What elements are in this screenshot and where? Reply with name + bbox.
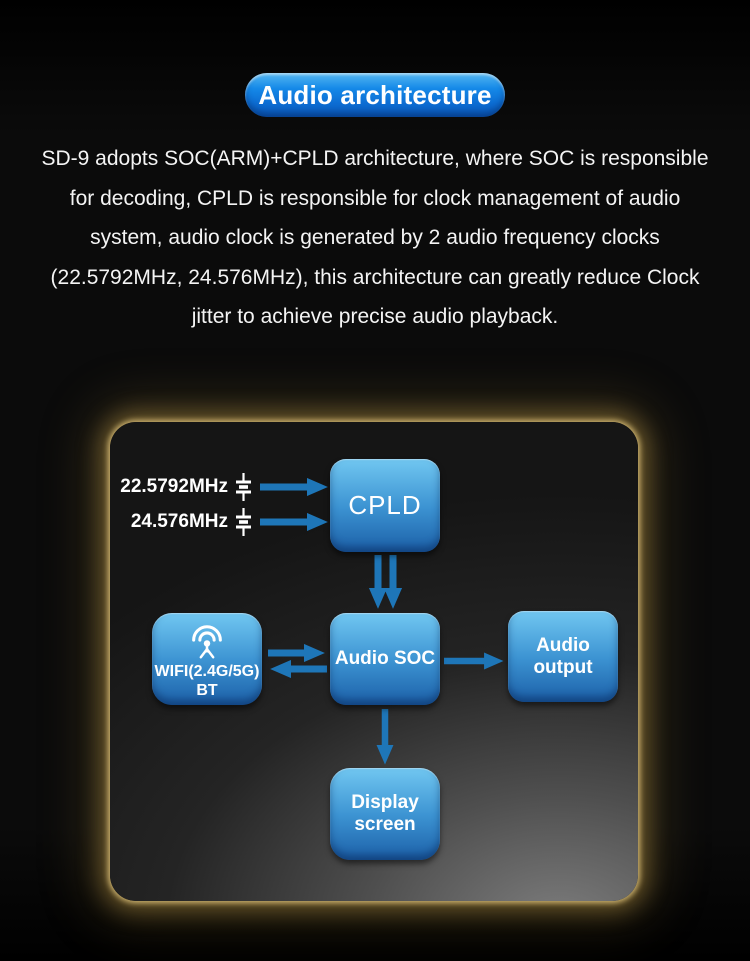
clock-label-22-5792mhz: 22.5792MHz [110, 470, 252, 504]
page-title: Audio architecture [258, 79, 492, 110]
node-audio-output: Audio output [508, 611, 618, 702]
audio-architecture-title-pill: Audio architecture [245, 73, 505, 117]
node-bt-label: BT [196, 682, 218, 699]
node-display-screen-label: Display screen [351, 792, 419, 835]
clock-frequency-text: 22.5792MHz [120, 476, 228, 497]
node-display-screen: Display screen [330, 768, 440, 860]
node-cpld: CPLD [330, 459, 440, 552]
architecture-diagram-panel: 22.5792MHz 24.576MHz [110, 422, 638, 901]
diagram-connector-arrows [260, 477, 504, 765]
node-audio-soc-label: Audio SOC [334, 648, 436, 670]
intro-paragraph: SD-9 adopts SOC(ARM)+CPLD architecture, … [25, 139, 725, 337]
crystal-oscillator-icon [235, 507, 252, 537]
wifi-antenna-icon [184, 622, 230, 662]
intro-line: for decoding, CPLD is responsible for cl… [69, 186, 681, 210]
crystal-oscillator-icon [235, 472, 252, 502]
clock-label-24-576mhz: 24.576MHz [110, 505, 252, 539]
intro-line: (22.5792MHz, 24.576MHz), this architectu… [50, 265, 700, 289]
node-wifi-label: WIFI(2.4G/5G) [154, 662, 260, 680]
intro-line: SD-9 adopts SOC(ARM)+CPLD architecture, … [41, 147, 709, 170]
node-audio-soc: Audio SOC [330, 613, 440, 705]
node-cpld-label: CPLD [348, 489, 422, 520]
clock-frequency-text: 24.576MHz [130, 511, 228, 532]
node-wifi-bt: WIFI(2.4G/5G) BT [152, 613, 262, 705]
node-audio-output-label: Audio output [533, 634, 593, 678]
intro-line: system, audio clock is generated by 2 au… [90, 226, 660, 249]
intro-line: jitter to achieve precise audio playback… [191, 305, 559, 328]
